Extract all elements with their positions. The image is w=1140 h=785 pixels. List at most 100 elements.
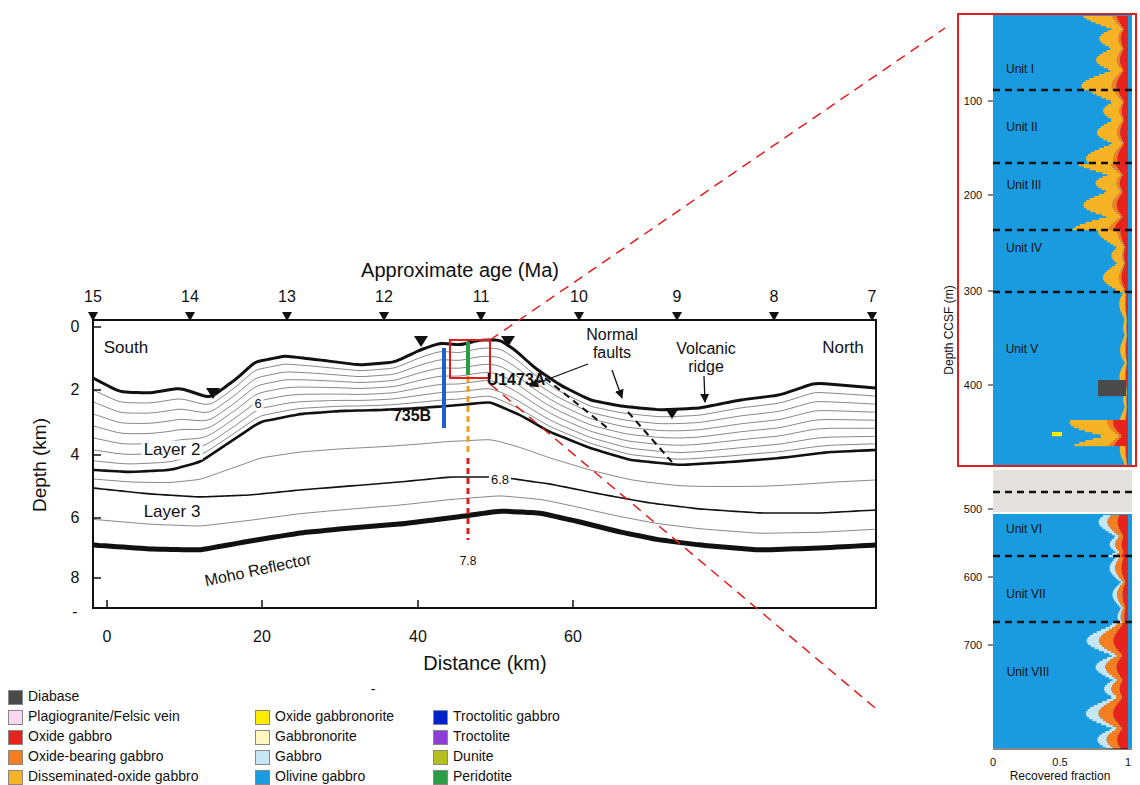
- lithology-fill: [1087, 639, 1099, 641]
- lithology-fill: [1087, 208, 1114, 210]
- column-label: 600: [964, 571, 982, 583]
- lithology-fill: [1117, 262, 1124, 264]
- lithology-fill: [1127, 386, 1128, 388]
- lithology-fill: [1088, 643, 1100, 645]
- lithology-fill: [1096, 60, 1117, 62]
- legend-text: Disseminated-oxide gabbro: [28, 769, 198, 784]
- lithology-fill: [1117, 94, 1120, 96]
- lithology-fill: [1121, 174, 1123, 176]
- lithology-fill: [1108, 523, 1118, 525]
- lithology-fill: [1101, 436, 1119, 438]
- lithology-fill: [1115, 248, 1123, 250]
- lithology-fill: [1090, 168, 1115, 170]
- lithology-fill: [1098, 741, 1107, 743]
- lithology-fill: [1114, 599, 1118, 601]
- lithology-fill: [1116, 438, 1120, 440]
- lithology-fill: [1120, 190, 1122, 192]
- lithology-fill: [1121, 456, 1125, 458]
- lithology-fill: [1094, 76, 1116, 78]
- lithology-fill: [1111, 28, 1122, 30]
- lithology-fill: [1126, 348, 1128, 350]
- lithology-fill: [1118, 525, 1128, 527]
- column-label: 1: [1125, 756, 1131, 768]
- lithology-fill: [1111, 687, 1119, 689]
- lithology-fill: [1106, 669, 1117, 671]
- lithology-fill: [1123, 575, 1128, 577]
- lithology-fill: [1122, 567, 1128, 569]
- lithology-fill: [1096, 170, 1117, 172]
- lithology-fill: [1113, 711, 1128, 713]
- column-label: Unit VIII: [1007, 666, 1050, 679]
- lithology-fill: [1117, 573, 1123, 575]
- lithology-fill: [1122, 112, 1128, 114]
- lithology-fill: [1127, 404, 1128, 406]
- lithology-fill: [1105, 529, 1112, 531]
- legend-text: Plagiogranite/Felsic vein: [28, 709, 180, 724]
- lithology-fill: [1120, 627, 1128, 629]
- lithology-fill: [1127, 408, 1129, 410]
- lithology-fill: [1121, 24, 1128, 26]
- lithology-fill: [1099, 523, 1108, 525]
- lithology-fill: [1102, 214, 1119, 216]
- plot-frame: [93, 320, 876, 608]
- lithology-fill: [1113, 166, 1117, 168]
- lithology-fill: [1120, 651, 1128, 653]
- lithology-fill: [1118, 200, 1128, 202]
- lithology-fill: [1110, 48, 1121, 50]
- lithology-fill: [1083, 204, 1112, 206]
- lithology-fill: [1125, 609, 1128, 611]
- lithology-fill: [1123, 597, 1128, 599]
- lithology-fill: [1125, 581, 1128, 583]
- lithology-fill: [1106, 627, 1113, 629]
- column-label: Unit IV: [1006, 242, 1042, 255]
- lithology-fill: [1118, 519, 1128, 521]
- lithology-fill: [1097, 739, 1106, 741]
- lithology-fill: [1107, 521, 1117, 523]
- lithology-fill: [1120, 685, 1128, 687]
- lithology-fill: [1118, 661, 1128, 663]
- axis-tick: [261, 600, 263, 608]
- lithology-fill: [1090, 210, 1114, 212]
- lithology-fill: [1118, 78, 1128, 80]
- lithology-fill: [1125, 412, 1127, 414]
- lithology-fill: [1098, 382, 1126, 384]
- plot-label: 13: [278, 288, 296, 306]
- lithology-fill: [1115, 707, 1128, 709]
- lithology-fill: [1118, 148, 1121, 150]
- lithology-fill: [1102, 645, 1115, 647]
- lithology-fill: [1119, 302, 1125, 304]
- lithology-fill: [1117, 158, 1128, 160]
- lithology-fill: [1098, 703, 1107, 705]
- lithology-fill: [1103, 138, 1119, 140]
- lithology-fill: [1099, 649, 1108, 651]
- lithology-fill: [1120, 106, 1122, 108]
- lithology-fill: [1123, 282, 1128, 284]
- lithology-fill: [1121, 234, 1128, 236]
- lithology-fill: [1108, 671, 1118, 673]
- lithology-fill: [1119, 274, 1121, 276]
- lithology-fill: [1127, 394, 1128, 396]
- lithology-fill: [1122, 697, 1128, 699]
- lithology-fill: [1118, 186, 1121, 188]
- lithology-fill: [1124, 266, 1128, 268]
- lithology-fill: [1126, 388, 1127, 390]
- lithology-fill: [1120, 216, 1122, 218]
- lithology-fill: [1126, 384, 1128, 386]
- lithology-fill: [1121, 186, 1128, 188]
- lithology-fill: [1120, 352, 1125, 354]
- lithology-fill: [1090, 198, 1115, 200]
- lithology-fill: [1126, 300, 1128, 302]
- lithology-fill: [1124, 557, 1128, 559]
- axis-tick: [988, 385, 993, 386]
- lithology-fill: [1111, 224, 1116, 226]
- lithology-fill: [1097, 663, 1106, 665]
- lithology-fill: [1103, 633, 1115, 635]
- lithology-fill: [1103, 745, 1111, 747]
- lithology-fill: [1123, 216, 1128, 218]
- lithology-fill: [1117, 593, 1122, 595]
- legend-swatch: [8, 750, 23, 765]
- lithology-fill: [1120, 238, 1122, 240]
- lithology-fill: [1111, 689, 1119, 691]
- lithology-fill: [1124, 246, 1125, 248]
- lithology-fill: [1105, 647, 1117, 649]
